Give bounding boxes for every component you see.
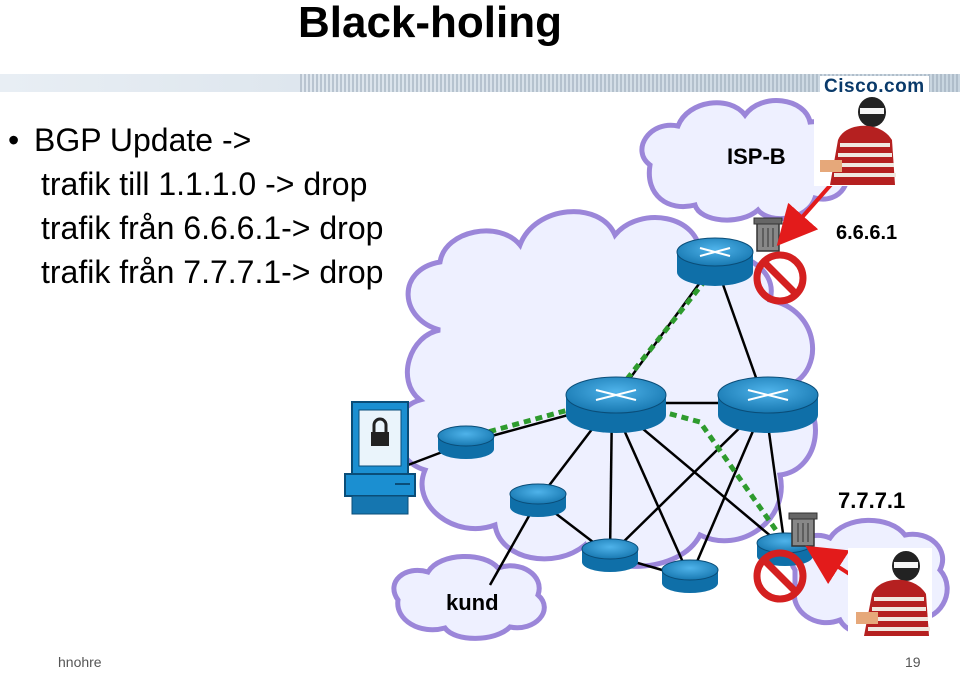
customer-label: kund <box>446 590 499 615</box>
router-icon <box>676 237 754 286</box>
router-icon <box>565 376 667 433</box>
attack-arrow <box>776 178 837 246</box>
bullet-list: • BGP Update -> trafik till 1.1.1.0 -> dr… <box>8 118 383 294</box>
locked-server-icon <box>344 401 416 515</box>
hacker-icon <box>814 96 898 186</box>
slide-title: Black-holing <box>297 0 563 47</box>
router-icon <box>717 376 819 433</box>
hacker-icon <box>848 548 932 638</box>
bullet-subline: trafik från 7.7.7.1-> drop <box>41 254 384 290</box>
ip-label: 7.7.7.1 <box>838 488 906 513</box>
router-icon <box>661 559 719 593</box>
header-stripe <box>0 74 960 92</box>
page-number: 19 <box>905 654 921 670</box>
bullet-head: BGP Update -> <box>34 122 252 158</box>
router-icon <box>509 483 567 517</box>
trash-can-icon <box>788 512 818 547</box>
isp-b-label: ISP-B <box>727 144 786 169</box>
router-icon <box>581 538 639 572</box>
router-icon <box>437 425 495 459</box>
ip-label: 6.6.6.1 <box>836 222 898 244</box>
no-entry-icon <box>753 549 807 603</box>
footer-author: hnohre <box>58 654 102 670</box>
trash-can-icon <box>753 217 783 252</box>
cisco-logo: Cisco.com <box>820 76 929 98</box>
bullet-subline: trafik till 1.1.1.0 -> drop <box>41 166 368 202</box>
bullet-subline: trafik från 6.6.6.1-> drop <box>41 210 384 246</box>
bullet-dot-icon: • <box>8 122 20 158</box>
no-entry-icon <box>753 251 807 305</box>
cloud-customer <box>391 554 547 641</box>
bullet-item: • BGP Update -> <box>8 118 383 162</box>
